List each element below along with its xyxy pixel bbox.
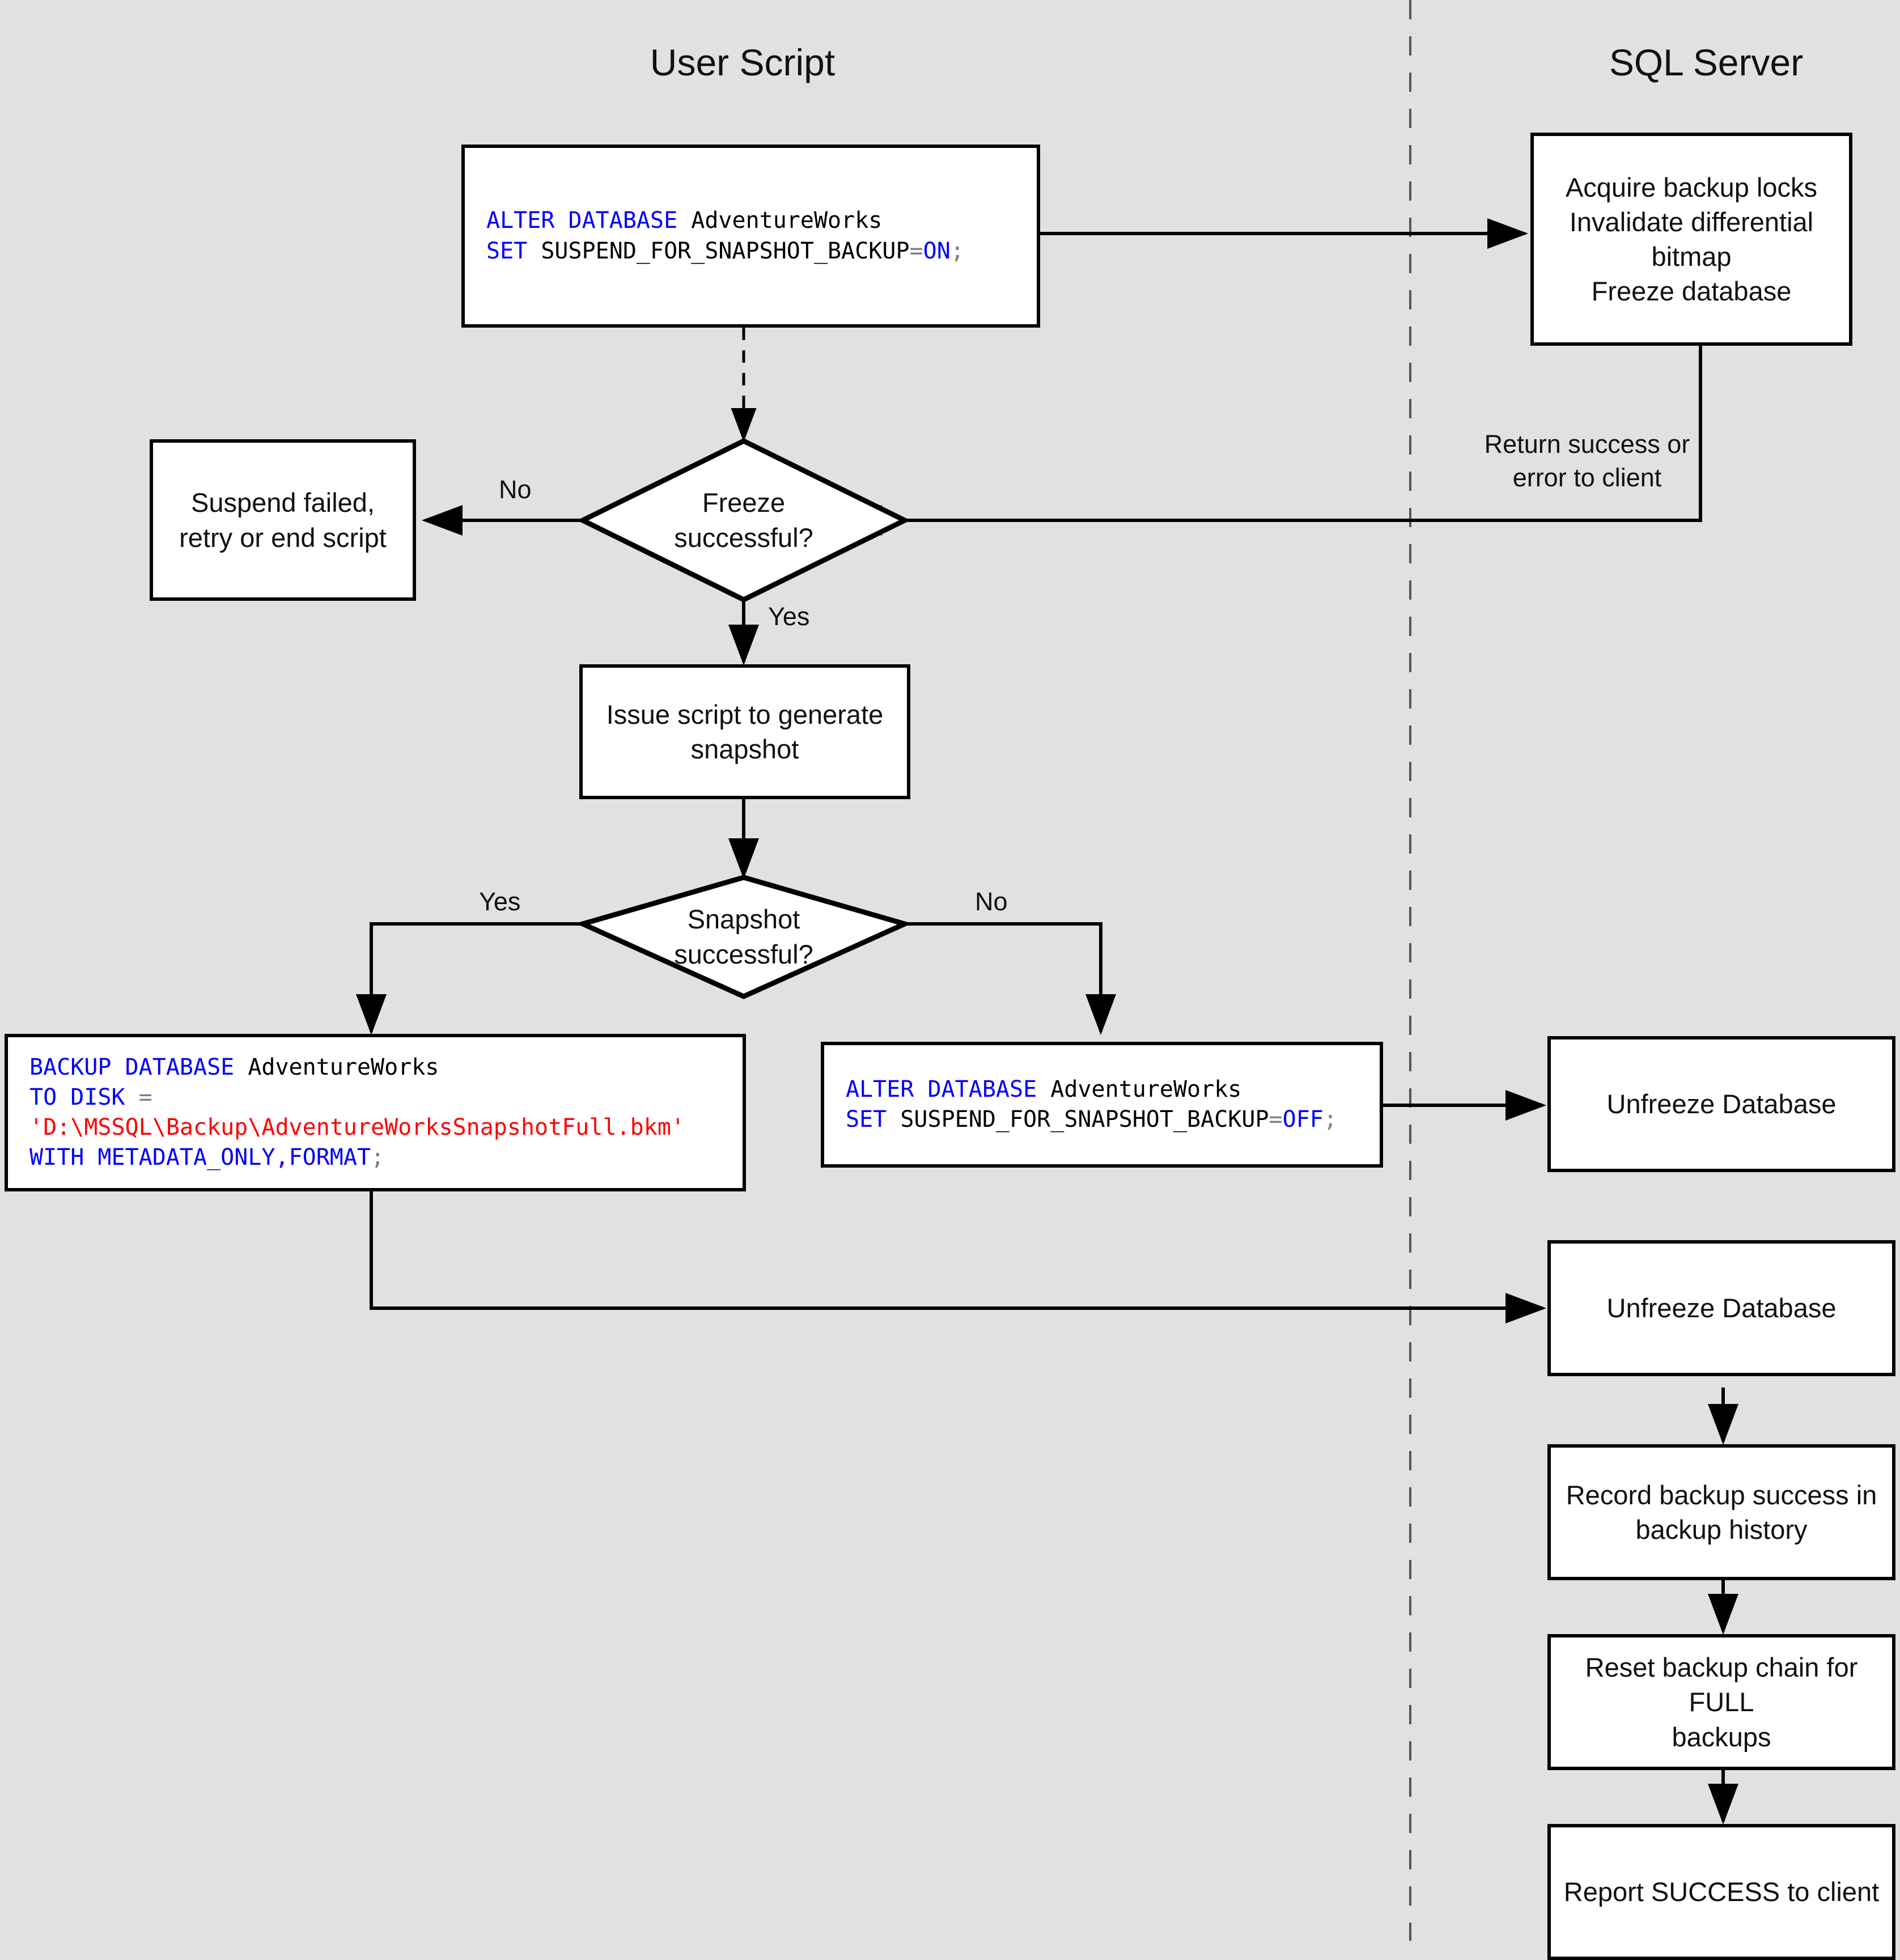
reset-backup-chain-label: Reset backup chain for FULL backups [1585,1652,1858,1752]
edge-label-freeze-no: No [499,475,532,504]
alter-on-code: ALTER DATABASE AdventureWorks SET SUSPEN… [486,207,964,264]
node-alter-database-suspend-on[interactable]: ALTER DATABASE AdventureWorks SET SUSPEN… [461,145,1040,328]
node-report-success[interactable]: Report SUCCESS to client [1547,1824,1895,1960]
unfreeze-database-1-label: Unfreeze Database [1606,1089,1837,1119]
issue-script-label: Issue script to generate snapshot [606,699,884,764]
edge-backup-to-unfreeze2 [370,1191,1546,1323]
node-record-backup-success[interactable]: Record backup success in backup history [1547,1444,1895,1580]
edge-snapshot-yes [356,922,584,1035]
unfreeze-database-2-label: Unfreeze Database [1606,1293,1837,1323]
record-backup-success-label: Record backup success in backup history [1566,1479,1877,1545]
snapshot-decision-label: Snapshot successful? [674,903,813,969]
lane-title-user-script: User Script [650,41,836,83]
suspend-failed-label: Suspend failed, retry or end script [179,487,387,553]
edge-label-snapshot-yes: Yes [479,887,521,916]
node-suspend-failed[interactable]: Suspend failed, retry or end script [150,439,416,601]
alter-off-code: ALTER DATABASE AdventureWorks SET SUSPEN… [846,1076,1337,1132]
backup-database-code: BACKUP DATABASE AdventureWorks TO DISK =… [29,1054,685,1171]
node-freeze-decision[interactable]: Freeze successful? [583,441,905,600]
node-snapshot-decision[interactable]: Snapshot successful? [583,877,905,996]
node-acquire-backup-locks[interactable]: Acquire backup locks Invalidate differen… [1530,133,1852,346]
edge-label-return-status: Return success or error to client [1484,430,1690,492]
edge-label-snapshot-no: No [975,887,1008,916]
node-alter-database-suspend-off[interactable]: ALTER DATABASE AdventureWorks SET SUSPEN… [821,1042,1383,1168]
edge-label-freeze-yes: Yes [768,602,810,631]
node-reset-backup-chain[interactable]: Reset backup chain for FULL backups [1547,1634,1895,1770]
acquire-backup-locks-label: Acquire backup locks Invalidate differen… [1565,172,1818,307]
node-issue-script[interactable]: Issue script to generate snapshot [579,664,910,799]
report-success-label: Report SUCCESS to client [1563,1877,1880,1907]
node-backup-database[interactable]: BACKUP DATABASE AdventureWorks TO DISK =… [5,1034,746,1191]
node-unfreeze-database-1[interactable]: Unfreeze Database [1547,1036,1895,1172]
node-unfreeze-database-2[interactable]: Unfreeze Database [1547,1240,1895,1376]
freeze-decision-label: Freeze successful? [674,487,813,553]
lane-title-sql-server: SQL Server [1609,41,1804,83]
edge-snapshot-no [902,922,1116,1035]
